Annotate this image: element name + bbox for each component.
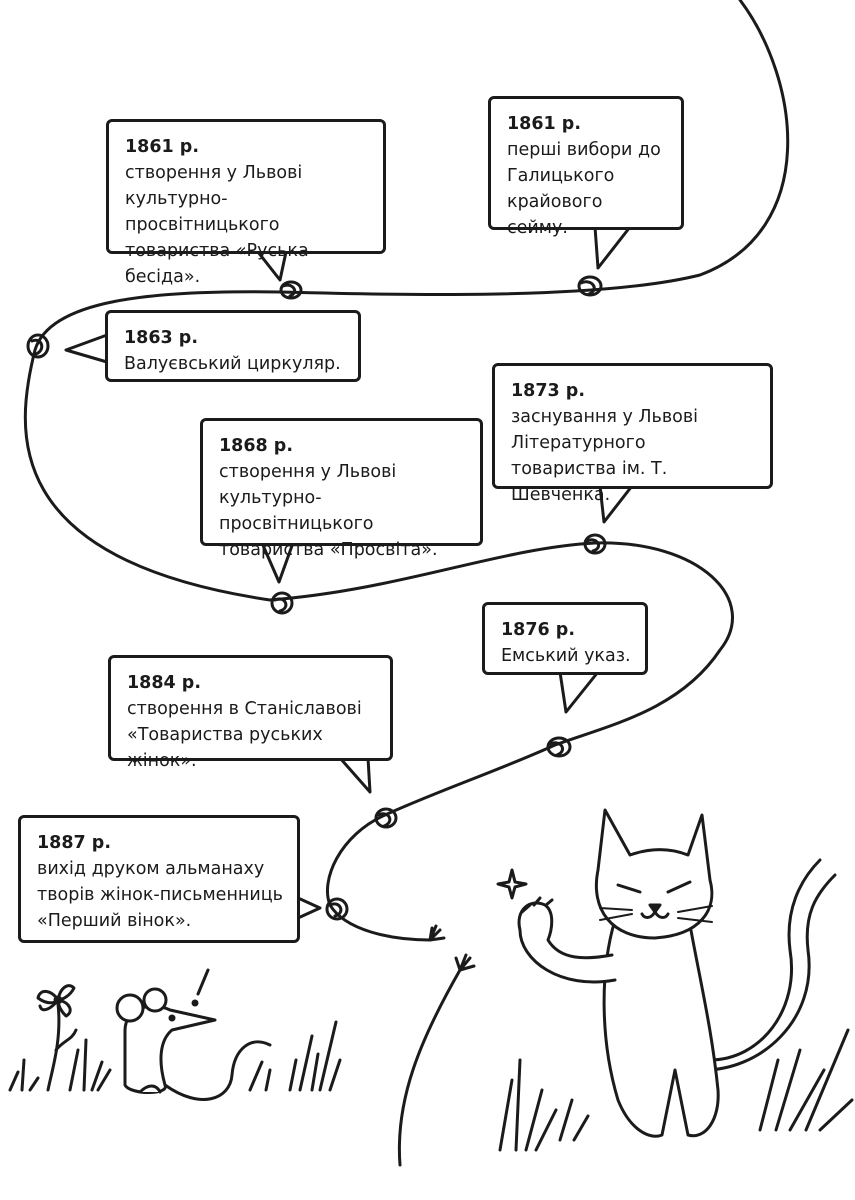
event-year: 1863 р. <box>124 328 198 348</box>
event-description: заснування у Львові Літературного товари… <box>511 407 699 505</box>
timeline-thread <box>23 0 790 942</box>
exclamation-icon <box>191 968 210 1007</box>
event-year: 1887 р. <box>37 833 111 853</box>
mouse-icon <box>115 987 272 1101</box>
event-year: 1861 р. <box>125 137 199 157</box>
knot-icon <box>26 333 50 359</box>
event-bubble-1884-women: 1884 р. створення в Станіславові «Товари… <box>108 655 393 771</box>
knot-icon <box>270 591 294 615</box>
frayed-end-icon <box>428 924 476 972</box>
event-description: Валуєвський циркуляр. <box>124 354 341 374</box>
grass-icon <box>8 1020 854 1152</box>
event-bubble-1868-prosvita: 1868 р. створення у Львові культурно-про… <box>200 418 483 560</box>
event-bubble-1887-vinok: 1887 р. вихід друком альманаху творів жі… <box>18 815 300 943</box>
event-bubble-1876-ems: 1876 р. Емський указ. <box>482 602 648 675</box>
event-bubble-1861-elections: 1861 р. перші вибори до Галицького крайо… <box>488 96 684 238</box>
knot-icon <box>583 533 607 555</box>
event-description: вихід друком альманаху творів жінок-пись… <box>37 859 283 931</box>
event-bubble-1873-shevchenko: 1873 р. заснування у Львові Літературног… <box>492 363 773 505</box>
event-description: створення в Станіславові «Товариства рус… <box>127 699 362 771</box>
knot-icon <box>279 280 303 300</box>
cat-icon <box>517 808 837 1138</box>
knot-icon <box>546 736 572 758</box>
event-description: створення у Львові культурно-просвітниць… <box>125 163 309 287</box>
knot-icon <box>374 807 398 829</box>
event-bubble-1863-valuev: 1863 р. Валуєвський циркуляр. <box>105 310 361 382</box>
flower-icon <box>36 984 78 1092</box>
bubble-tails <box>64 225 634 920</box>
event-year: 1876 р. <box>501 620 575 640</box>
event-year: 1861 р. <box>507 114 581 134</box>
knot-icon <box>325 897 349 921</box>
knot-icon <box>577 275 603 297</box>
event-description: перші вибори до Галицького крайового сей… <box>507 140 661 238</box>
event-year: 1873 р. <box>511 381 585 401</box>
event-description: Емський указ. <box>501 646 631 666</box>
event-year: 1868 р. <box>219 436 293 456</box>
event-year: 1884 р. <box>127 673 201 693</box>
event-bubble-1861-ruska-besida: 1861 р. створення у Львові культурно-про… <box>106 119 386 287</box>
event-description: створення у Львові культурно-просвітниць… <box>219 462 438 560</box>
sparkle-icon <box>496 868 528 900</box>
thread-end <box>397 968 462 1167</box>
